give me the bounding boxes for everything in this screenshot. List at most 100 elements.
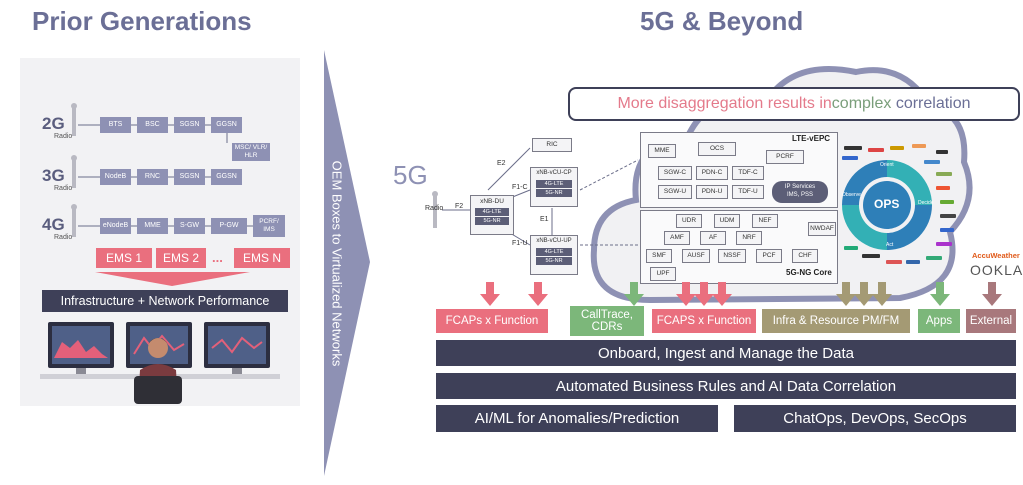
prior-generations-title: Prior Generations (32, 6, 252, 36)
node-nodeb: NodeB (100, 169, 131, 185)
ran-cucp-label: xNB-vCU-CP (536, 170, 572, 176)
node-ggsn-3g: GGSN (211, 169, 242, 185)
gen-3g-label: 3G (42, 166, 65, 185)
bar-aiml-anomalies: AI/ML for Anomalies/Prediction (436, 405, 718, 432)
function-fcaps-2: FCAPS x Function (652, 309, 756, 333)
core-pcf: PCF (756, 249, 782, 263)
link-f1u: F1-U (512, 240, 528, 247)
bar-onboard-ingest: Onboard, Ingest and Manage the Data (436, 340, 1016, 366)
node-sgw-4g: S-GW (174, 218, 205, 234)
epc-sgw-c: SGW-C (658, 166, 692, 180)
function-calltrace-cdrs: CallTrace, CDRs (570, 306, 644, 336)
ems-2: EMS 2 (156, 248, 206, 268)
function-external: External (966, 309, 1016, 333)
ems-1: EMS 1 (96, 248, 152, 268)
node-msc-vlr-hlr: MSC/ VLR/ HLR (232, 143, 270, 161)
core-amf: AMF (664, 231, 690, 245)
node-enodeb: eNodeB (100, 218, 131, 234)
core-smf: SMF (646, 249, 672, 263)
ops-segment-decide: Decide (918, 200, 934, 206)
core-af: AF (700, 231, 726, 245)
disaggregation-banner: More disaggregation results in complex c… (568, 87, 1020, 121)
gen-2g-radio-label: Radio (54, 133, 73, 140)
lte-vepc-title: LTE-vEPC (792, 134, 831, 143)
node-pgw-4g: P-GW (211, 218, 247, 234)
core-nwdaf: NWDAF (808, 222, 836, 236)
gen-4g-radio-label: Radio (54, 234, 73, 241)
ops-segment-orient: Orient (880, 162, 894, 168)
node-sgsn-2g: SGSN (174, 117, 205, 133)
gen-2g-label: 2G (42, 114, 65, 133)
core-ausf: AUSF (682, 249, 710, 263)
epc-tdf-u: TDF-U (732, 185, 764, 199)
epc-mme: MME (648, 144, 676, 158)
bar-automated-rules: Automated Business Rules and AI Data Cor… (436, 373, 1016, 399)
node-ggsn-2g: GGSN (211, 117, 242, 133)
gen-3g-radio-label: Radio (54, 185, 73, 192)
ran-du-group: xNB-DU 4G-LTE 5G-NR (470, 195, 514, 235)
epc-pdn-c: PDN-C (696, 166, 728, 180)
function-apps: Apps (918, 309, 960, 333)
ran-cucp-tag-nr: 5G-NR (536, 189, 572, 197)
ems-down-arrow (95, 272, 250, 286)
ops-segment-observe: Observe (842, 192, 861, 198)
node-mme-4g: MME (137, 218, 168, 234)
gen-4g-label: 4G (42, 215, 65, 234)
link-f1c: F1-C (512, 184, 528, 191)
link-f2: F2 (455, 203, 464, 210)
bar-chatops-devops: ChatOps, DevOps, SecOps (734, 405, 1016, 432)
ops-loop-graphic (842, 160, 932, 250)
node-rnc: RNC (137, 169, 168, 185)
link-e2: E2 (497, 160, 506, 167)
banner-text-part3: correlation (891, 95, 971, 112)
ran-ric: RIC (532, 138, 572, 152)
ran-cucp-group: xNB-vCU-CP 4G-LTE 5G-NR (530, 167, 578, 207)
core-udr: UDR (676, 214, 702, 228)
ran-cuup-tag-lte: 4G-LTE (536, 248, 572, 256)
ran-du-tag-nr: 5G-NR (475, 217, 509, 225)
core-5g-title: 5G-NG Core (786, 268, 832, 277)
link-e1: E1 (540, 216, 549, 223)
epc-pdn-u: PDN-U (696, 185, 728, 199)
ran-du-label: xNB-DU (480, 198, 504, 205)
function-infra-resource: Infra & Resource PM/FM (762, 309, 910, 333)
epc-ocs: OCS (698, 142, 736, 156)
node-bsc: BSC (137, 117, 168, 133)
ems-n: EMS N (234, 248, 290, 268)
ran-radio-label: Radio (425, 205, 444, 212)
node-bts: BTS (100, 117, 131, 133)
node-pcrf-ims: PCRF/ IMS (253, 215, 285, 237)
ops-center-label: OPS (874, 197, 900, 211)
banner-text-part1: More disaggregation results in (617, 95, 832, 112)
function-arrows (480, 282, 1002, 306)
banner-text-part2: complex (831, 95, 892, 112)
ran-cuup-tag-nr: 5G-NR (536, 257, 572, 265)
core-upf: UPF (650, 267, 676, 281)
five-g-label: 5G (393, 160, 428, 190)
core-chf: CHF (792, 249, 818, 263)
function-fcaps-1: FCAPs x Function (436, 309, 548, 333)
core-udm: UDM (714, 214, 740, 228)
five-g-beyond-title: 5G & Beyond (640, 6, 804, 36)
epc-sgw-u: SGW-U (658, 185, 692, 199)
epc-pcrf: PCRF (766, 150, 804, 164)
vendor-logos-cluster (842, 144, 956, 264)
ran-du-tag-lte: 4G-LTE (475, 208, 509, 216)
prior-gen-connectors (71, 103, 253, 286)
operator-monitors-illustration (40, 322, 280, 404)
ops-segment-act: Act (886, 242, 894, 248)
accuweather-logo: AccuWeather (972, 251, 1020, 260)
epc-ip-services: IP Services IMS, PSS (772, 181, 828, 203)
ookla-logo: OOKLA (970, 262, 1023, 278)
transition-arrow-text: OEM Boxes to Virtualized Networks (329, 160, 345, 367)
ran-connectors (432, 147, 639, 246)
radio-mast-icons (71, 103, 77, 237)
ran-cuup-group: xNB-vCU-UP 4G-LTE 5G-NR (530, 235, 578, 275)
node-sgsn-3g: SGSN (174, 169, 205, 185)
ran-cucp-tag-lte: 4G-LTE (536, 180, 572, 188)
core-nssf: NSSF (718, 249, 746, 263)
ran-radio-mast-icon (432, 191, 438, 228)
epc-tdf-c: TDF-C (732, 166, 764, 180)
infrastructure-performance-label: Infrastructure + Network Performance (42, 290, 288, 312)
transition-arrow (324, 50, 370, 476)
